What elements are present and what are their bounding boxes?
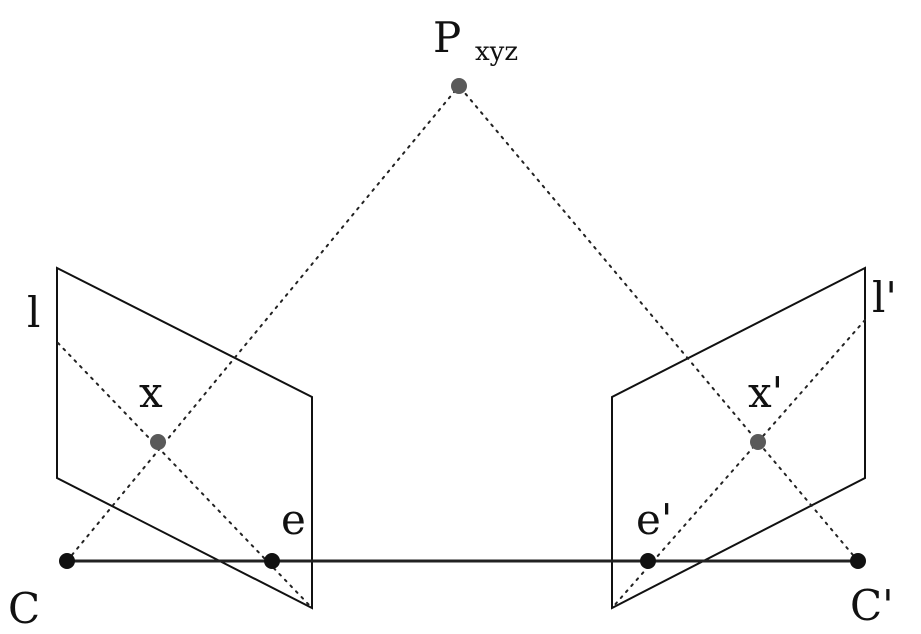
right-line-label: l': [872, 273, 897, 322]
right-camera-center-marker: [850, 553, 866, 569]
left-line-label: l: [27, 288, 40, 337]
point-p-marker: [451, 78, 467, 94]
ray-right-camera-to-point: [458, 85, 859, 562]
right-camera-label: C': [850, 581, 894, 630]
left-image-point-label: x: [139, 368, 163, 417]
left-camera-label: C: [8, 584, 40, 633]
left-camera-center-marker: [59, 553, 75, 569]
ray-left-camera-to-point: [66, 85, 460, 562]
left-image-plane: [56, 266, 313, 610]
right-image-point-marker: [750, 434, 766, 450]
point-label: P: [433, 13, 461, 62]
left-epipole-marker: [264, 553, 280, 569]
left-epipole-label: e: [281, 495, 306, 544]
right-epipole-marker: [640, 553, 656, 569]
right-image-plane: [611, 266, 866, 610]
right-image-point-label: x': [748, 368, 783, 417]
right-epipole-label: e': [636, 495, 672, 544]
point-subscript-label: xyz: [475, 37, 518, 67]
left-image-point-marker: [150, 434, 166, 450]
